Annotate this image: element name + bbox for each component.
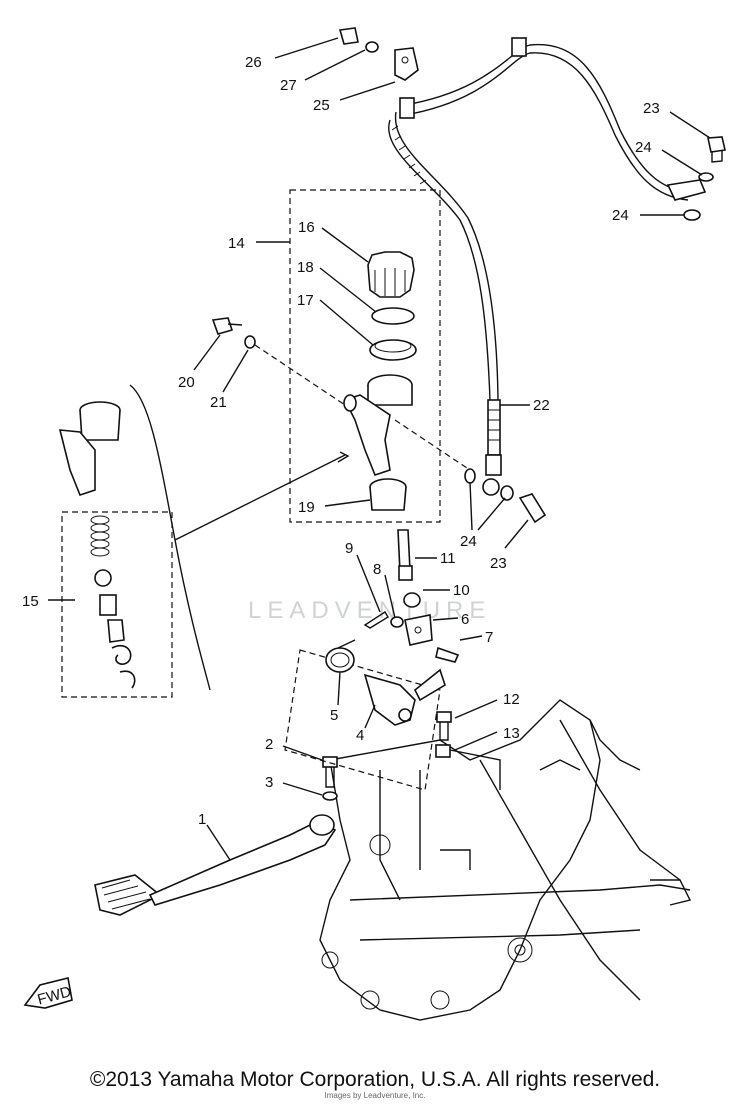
copyright-footer: ©2013 Yamaha Motor Corporation, U.S.A. A… [89,1068,661,1091]
master-cylinder-body [343,374,413,476]
boot-19 [369,478,407,511]
callout-12: 12 [503,691,520,708]
callout-24-upper-a: 24 [635,139,652,156]
union-bolt-23-lower [518,493,547,524]
diaphragm-18 [371,307,415,325]
parts-diagram: LEADVENTURE [22,27,726,1021]
fwd-arrow: FWD [23,977,73,1009]
nut-10 [403,592,421,608]
callout-19: 19 [298,499,315,516]
bolt-2 [322,756,338,788]
watermark-text: LEADVENTURE [248,597,491,624]
mounting-bracket [284,649,441,791]
callout-24-upper-b: 24 [612,207,629,224]
callout-23-upper: 23 [643,100,660,117]
spring-coil [90,515,110,557]
callout-11: 11 [440,550,456,567]
callout-20: 20 [178,374,195,391]
washer-24-lower-a [464,468,476,484]
leader-lines [48,37,711,861]
image-credit: Images by Leadventure, Inc. [324,1091,426,1100]
callout-7: 7 [485,629,493,646]
callout-25: 25 [313,97,330,114]
callout-27: 27 [280,77,297,94]
hose-leader [394,419,471,471]
union-bolt-23-upper [707,136,726,163]
brake-hose-22 [388,37,707,496]
callout-10: 10 [453,582,470,599]
callout-4: 4 [356,727,364,744]
callout-17: 17 [297,292,314,309]
callout-26: 26 [245,54,262,71]
bolt-26 [338,27,359,45]
washer-24-upper-b [683,209,701,221]
callout-3: 3 [265,774,273,791]
callout-2: 2 [265,736,273,753]
washer-27 [365,41,379,53]
callout-16: 16 [298,219,315,236]
clamp-25 [394,47,419,81]
nut-13 [435,744,451,758]
cotter-pin-9 [363,611,389,629]
callout-5: 5 [330,707,338,724]
mount-leader [254,344,346,406]
master-cylinder-box [289,189,441,523]
callout-22: 22 [533,397,550,414]
callout-1: 1 [198,811,206,828]
callouts: 26 27 25 23 24 24 14 16 18 17 20 21 22 1… [22,54,660,828]
frame-assembly [319,699,692,1021]
bolt-20 [211,317,243,335]
brake-pedal [94,814,337,916]
callout-24-lower: 24 [460,533,477,550]
spring-5 [325,639,356,673]
callout-14: 14 [228,235,245,252]
bolt-12 [436,711,452,741]
callout-13: 13 [503,725,520,742]
washer-24-lower-b [500,485,514,501]
washer-3 [322,791,338,801]
washer-21 [244,335,256,349]
push-rod-11 [397,529,413,581]
callout-21: 21 [210,394,227,411]
callout-6: 6 [461,611,469,628]
callout-23-lower: 23 [490,555,507,572]
washer-24-upper-a [698,172,714,182]
shaft-4 [363,668,446,726]
callout-15: 15 [22,593,39,610]
diaphragm-17 [369,339,417,361]
reservoir-cap-16 [367,251,415,298]
clevis-6 [404,614,433,646]
callout-8: 8 [373,561,381,578]
washer-8 [390,616,404,628]
callout-18: 18 [297,259,314,276]
callout-9: 9 [345,540,353,557]
pin-7 [435,646,460,663]
repair-kit-15 [58,384,350,698]
